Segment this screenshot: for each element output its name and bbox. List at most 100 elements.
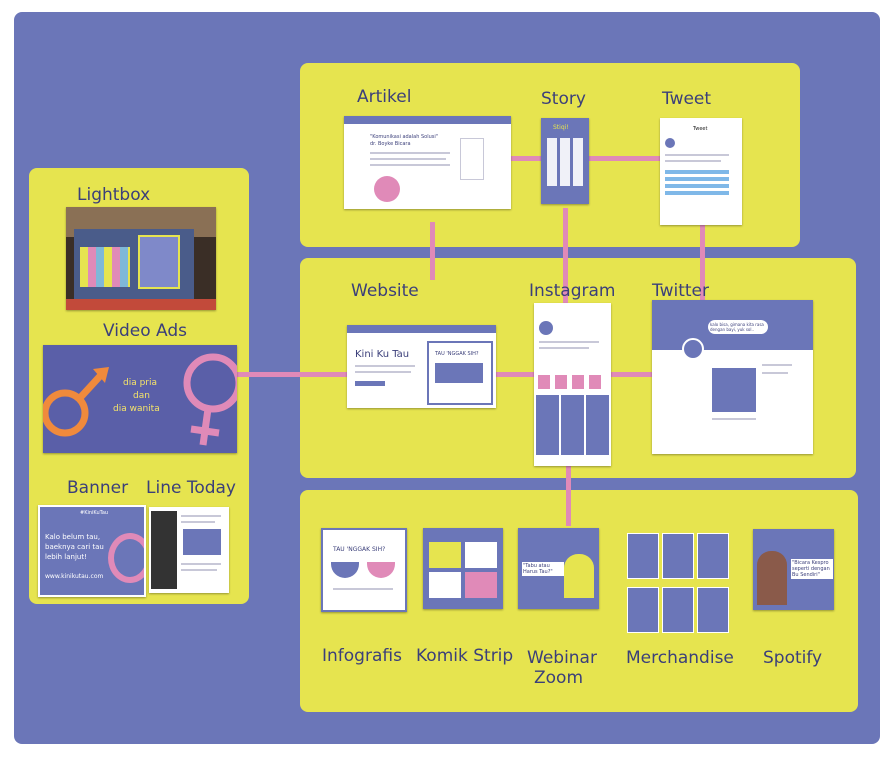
banner-text1: Kalo belum tau, [45,533,101,541]
banner-url: www.kinikutau.com [45,573,104,580]
label-story: Story [541,89,586,109]
label-twitter: Twitter [652,281,709,301]
label-instagram: Instagram [529,281,616,301]
video-ads-frame: dia pria dan dia wanita [43,345,237,453]
artikel-body-1 [370,152,450,154]
label-tweet: Tweet [662,89,712,109]
artikel-title2: dr. Boyke Bicara [370,141,411,147]
banner-text2: baeknya cari tau [45,543,104,551]
twitter-feed-line-1 [712,418,756,420]
line-today-frame [149,507,229,593]
artikel-body-2 [370,158,446,160]
label-video-ads: Video Ads [103,321,188,341]
label-artikel: Artikel [357,87,412,107]
label-lightbox: Lightbox [77,185,151,205]
connector-left-website-mid [237,372,349,377]
artikel-photo [374,176,400,202]
infografis-shape-1 [331,562,359,578]
artikel-title1: "Komunikasi adalah Solusi" [370,134,439,140]
komik-panel-4 [465,572,497,598]
instagram-screenshot [534,303,611,466]
artikel-body-3 [370,164,450,166]
line-today-image [183,529,221,555]
webinar-thumb: "Tabu atau Harus Tau?" [518,528,599,609]
instagram-bio-2 [539,347,589,349]
infografis-shape-2 [367,562,395,578]
spotify-speaker [757,551,787,605]
label-webinar-zoom-2: Zoom [534,668,584,688]
merch-card-5 [662,587,694,633]
instagram-bio-1 [539,341,599,343]
komik-strip-thumb [423,528,503,609]
twitter-screenshot: kalo bisa, gimana kita rasa dengan bayi,… [652,300,813,454]
label-banner: Banner [67,478,129,498]
connector-artikel-to-story-top [510,156,542,161]
website-card-text: TAU 'NGGAK SIH? [435,351,479,357]
website-card: TAU 'NGGAK SIH? [427,341,493,405]
video-ads-line3: dia wanita [113,404,160,414]
label-spotify: Spotify [763,648,823,668]
banner-frame: #KiniKuTau Kalo belum tau, baeknya cari … [38,505,146,597]
tweet-header: Tweet [693,126,708,132]
connector-website-instagram-mid [496,372,534,377]
twitter-avatar [682,338,704,360]
lightbox-posters [80,247,130,287]
connector-instagram-bottom [566,466,571,526]
twitter-side-2 [762,372,788,374]
website-button [355,381,385,386]
website-body-1 [355,365,415,367]
story-screenshot: Stiqi! [541,118,589,204]
line-today-text-4 [181,569,217,571]
line-today-text-1 [181,515,221,517]
tweet-line-1 [665,154,729,156]
website-card-inner [435,363,483,383]
label-webinar-zoom-1: Webinar [527,648,597,668]
instagram-highlights [538,375,606,389]
webinar-quote: "Tabu atau Harus Tau?" [522,562,564,576]
label-merchandise: Merchandise [626,648,734,668]
infografis-title: TAU 'NGGAK SIH? [333,546,386,553]
lightbox-box [138,235,180,289]
line-today-text-3 [181,563,221,565]
twitter-feed-image [712,368,756,412]
artikel-screenshot: "Komunikasi adalah Solusi" dr. Boyke Bic… [344,116,511,209]
line-today-text-2 [181,521,215,523]
label-website: Website [351,281,419,301]
connector-story-to-tweet-top [589,156,661,161]
merch-card-1 [627,533,659,579]
connector-instagram-twitter-mid [611,372,653,377]
label-line-today: Line Today [146,478,236,498]
twitter-bubble: kalo bisa, gimana kita rasa dengan bayi,… [708,320,768,334]
twitter-side-1 [762,364,792,366]
connector-artikel-down [430,222,435,280]
webinar-speaker [564,554,594,598]
website-screenshot: Kini Ku Tau TAU 'NGGAK SIH? [347,325,496,408]
tweet-line-2 [665,160,721,162]
banner-hashtag: #KiniKuTau [80,510,109,516]
video-ads-line1: dia pria [123,378,158,388]
tweet-poll [665,170,729,196]
connector-tweet-down [700,225,705,301]
gender-symbols-graphic [43,353,237,446]
line-today-left-col [151,511,177,589]
merch-card-2 [662,533,694,579]
website-title: Kini Ku Tau [355,349,410,360]
artikel-navbar [344,116,511,124]
twitter-header-image: kalo bisa, gimana kita rasa dengan bayi,… [652,300,813,350]
label-komik-strip: Komik Strip [416,646,514,666]
connector-story-down [563,208,568,304]
komik-panel-3 [429,572,461,598]
komik-panel-1 [429,542,461,568]
spotify-thumb: "Bicara Kespro seperti dengan Bu Sendiri… [753,529,834,610]
story-grid [547,138,583,186]
banner-pink-shape [108,533,144,583]
lightbox-floor [66,299,216,310]
website-body-2 [355,371,411,373]
infografis-thumb: TAU 'NGGAK SIH? [321,528,407,612]
instagram-grid [536,395,609,455]
artikel-sidebar [460,138,484,180]
merchandise-group [627,533,729,633]
video-ads-line2: dan [133,391,150,401]
tweet-avatar [665,138,675,148]
tweet-screenshot: Tweet [660,118,742,225]
